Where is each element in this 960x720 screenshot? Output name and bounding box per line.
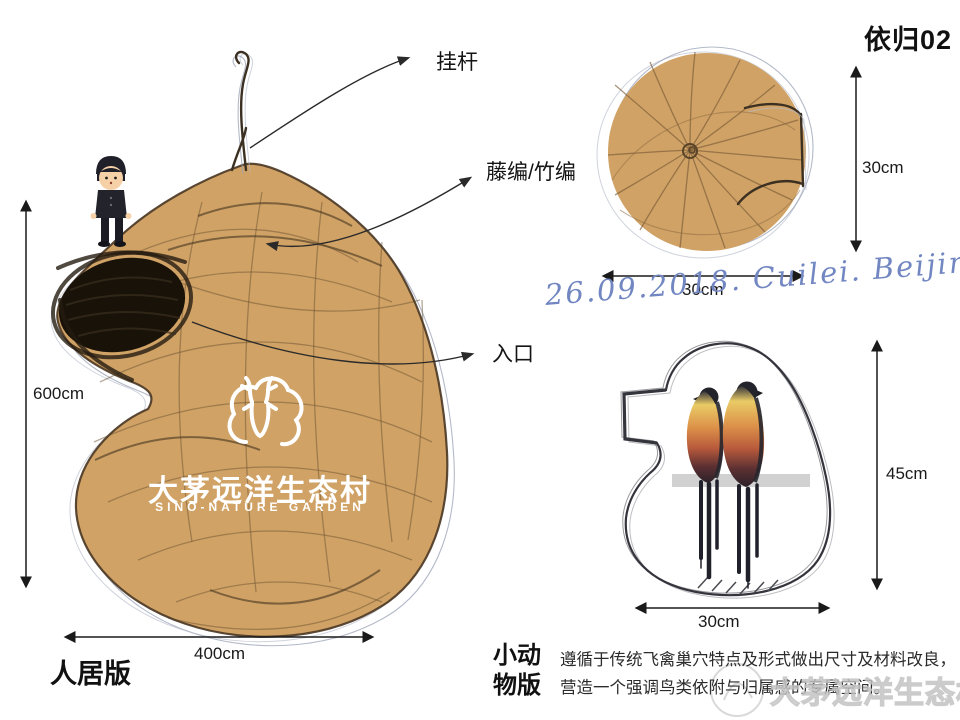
nest-stem — [230, 50, 253, 175]
human-nest-sketch — [50, 50, 455, 647]
dimension-lines — [20, 65, 883, 643]
callout-entrance: 入口 — [492, 343, 534, 366]
bird-left — [686, 387, 724, 580]
animal-nest-bottom-hatch — [697, 576, 779, 595]
nest-entrance-hole — [50, 250, 194, 382]
human-version-label: 人居版 — [50, 659, 131, 689]
callout-weave: 藤编/竹编 — [486, 161, 576, 184]
dim-topview-width: 30cm — [682, 280, 724, 299]
dim-animal-width: 30cm — [698, 612, 740, 631]
animal-version-label: 小动物版 — [493, 642, 541, 699]
watermark-text: 大茅远洋生态村 — [769, 676, 960, 710]
top-view-sketch — [596, 46, 814, 259]
top-view-weave-lines — [607, 51, 803, 249]
animal-description-line2: 营造一个强调鸟类依附与归属感的专属空间。 — [560, 679, 890, 697]
top-view-hook — [736, 102, 807, 206]
callout-hang-pole: 挂杆 — [436, 51, 478, 74]
sheet-title: 依归02 — [863, 25, 952, 55]
dim-width-400: 400cm — [194, 644, 246, 663]
watermark-logo-icon — [710, 663, 764, 717]
animal-description-line1: 遵循于传统飞禽巢穴特点及形式做出尺寸及材料改良， — [560, 651, 956, 669]
logo-text-en: SINO-NATURE GARDEN — [155, 500, 365, 514]
logo-emblem — [227, 376, 304, 447]
callout-arrows — [191, 56, 475, 365]
person-figure — [90, 156, 132, 247]
dim-height-600: 600cm — [33, 384, 85, 403]
dim-topview-height: 30cm — [862, 158, 904, 177]
logo-text-cn: 大茅远洋生态村 — [148, 475, 372, 508]
animal-nest-sketch — [620, 340, 835, 599]
bird-right — [722, 381, 765, 589]
dim-animal-height: 45cm — [886, 464, 928, 483]
